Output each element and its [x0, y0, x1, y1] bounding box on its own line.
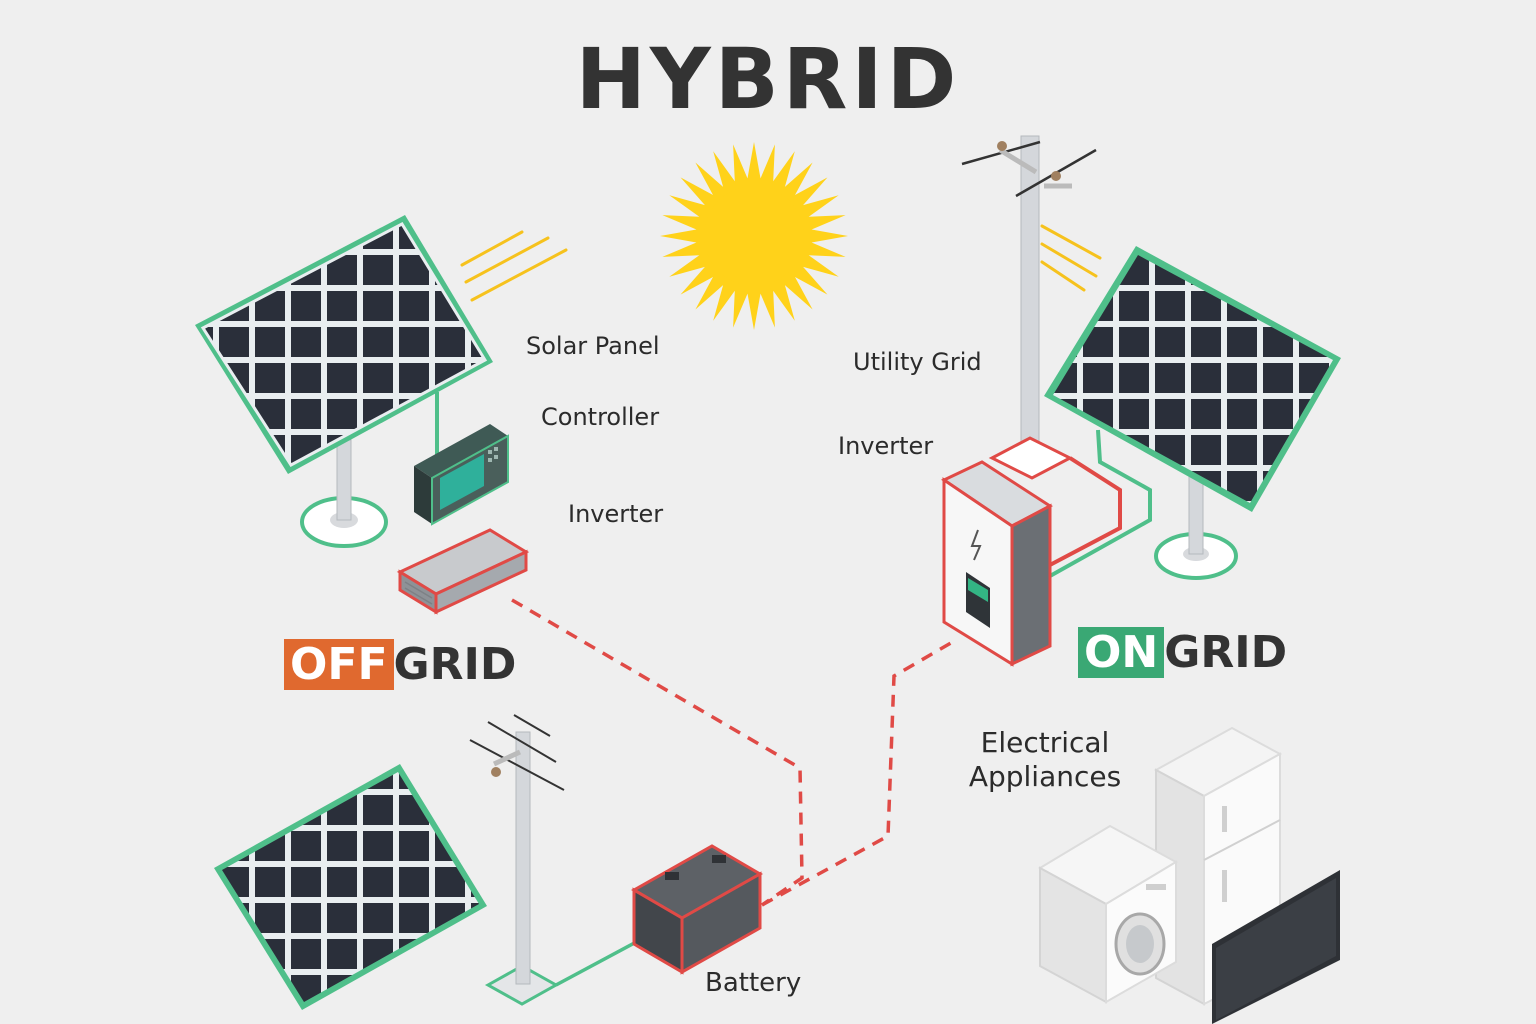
utility-pole-icon — [470, 715, 564, 1004]
label-electrical-appliances: Electrical Appliances — [958, 726, 1132, 794]
solar-panel-icon — [214, 764, 487, 1010]
grid-wire — [1048, 458, 1120, 566]
off-tag: OFF — [284, 639, 394, 690]
solar-panel-icon — [1044, 246, 1341, 578]
on-tag: ON — [1078, 627, 1164, 678]
controller-icon — [414, 424, 508, 524]
label-inverter-right: Inverter — [838, 432, 933, 460]
label-appliances-line1: Electrical — [958, 726, 1132, 760]
sun-icon — [660, 142, 848, 330]
label-battery: Battery — [705, 968, 801, 998]
battery-icon — [634, 846, 760, 972]
ac-wire — [556, 940, 640, 985]
utility-pole-icon — [962, 136, 1096, 478]
off-grid-word: GRID — [394, 639, 517, 690]
on-grid-word: GRID — [1164, 627, 1287, 678]
label-utility-grid: Utility Grid — [853, 348, 982, 376]
diagram-title: HYBRID — [0, 30, 1536, 128]
label-controller: Controller — [541, 403, 659, 431]
inverter-icon — [400, 530, 526, 612]
inverter-icon — [944, 462, 1050, 664]
label-solar-panel: Solar Panel — [526, 332, 660, 360]
pv-wire — [1050, 430, 1150, 576]
label-appliances-line2: Appliances — [958, 760, 1132, 794]
label-inverter-left: Inverter — [568, 500, 663, 528]
